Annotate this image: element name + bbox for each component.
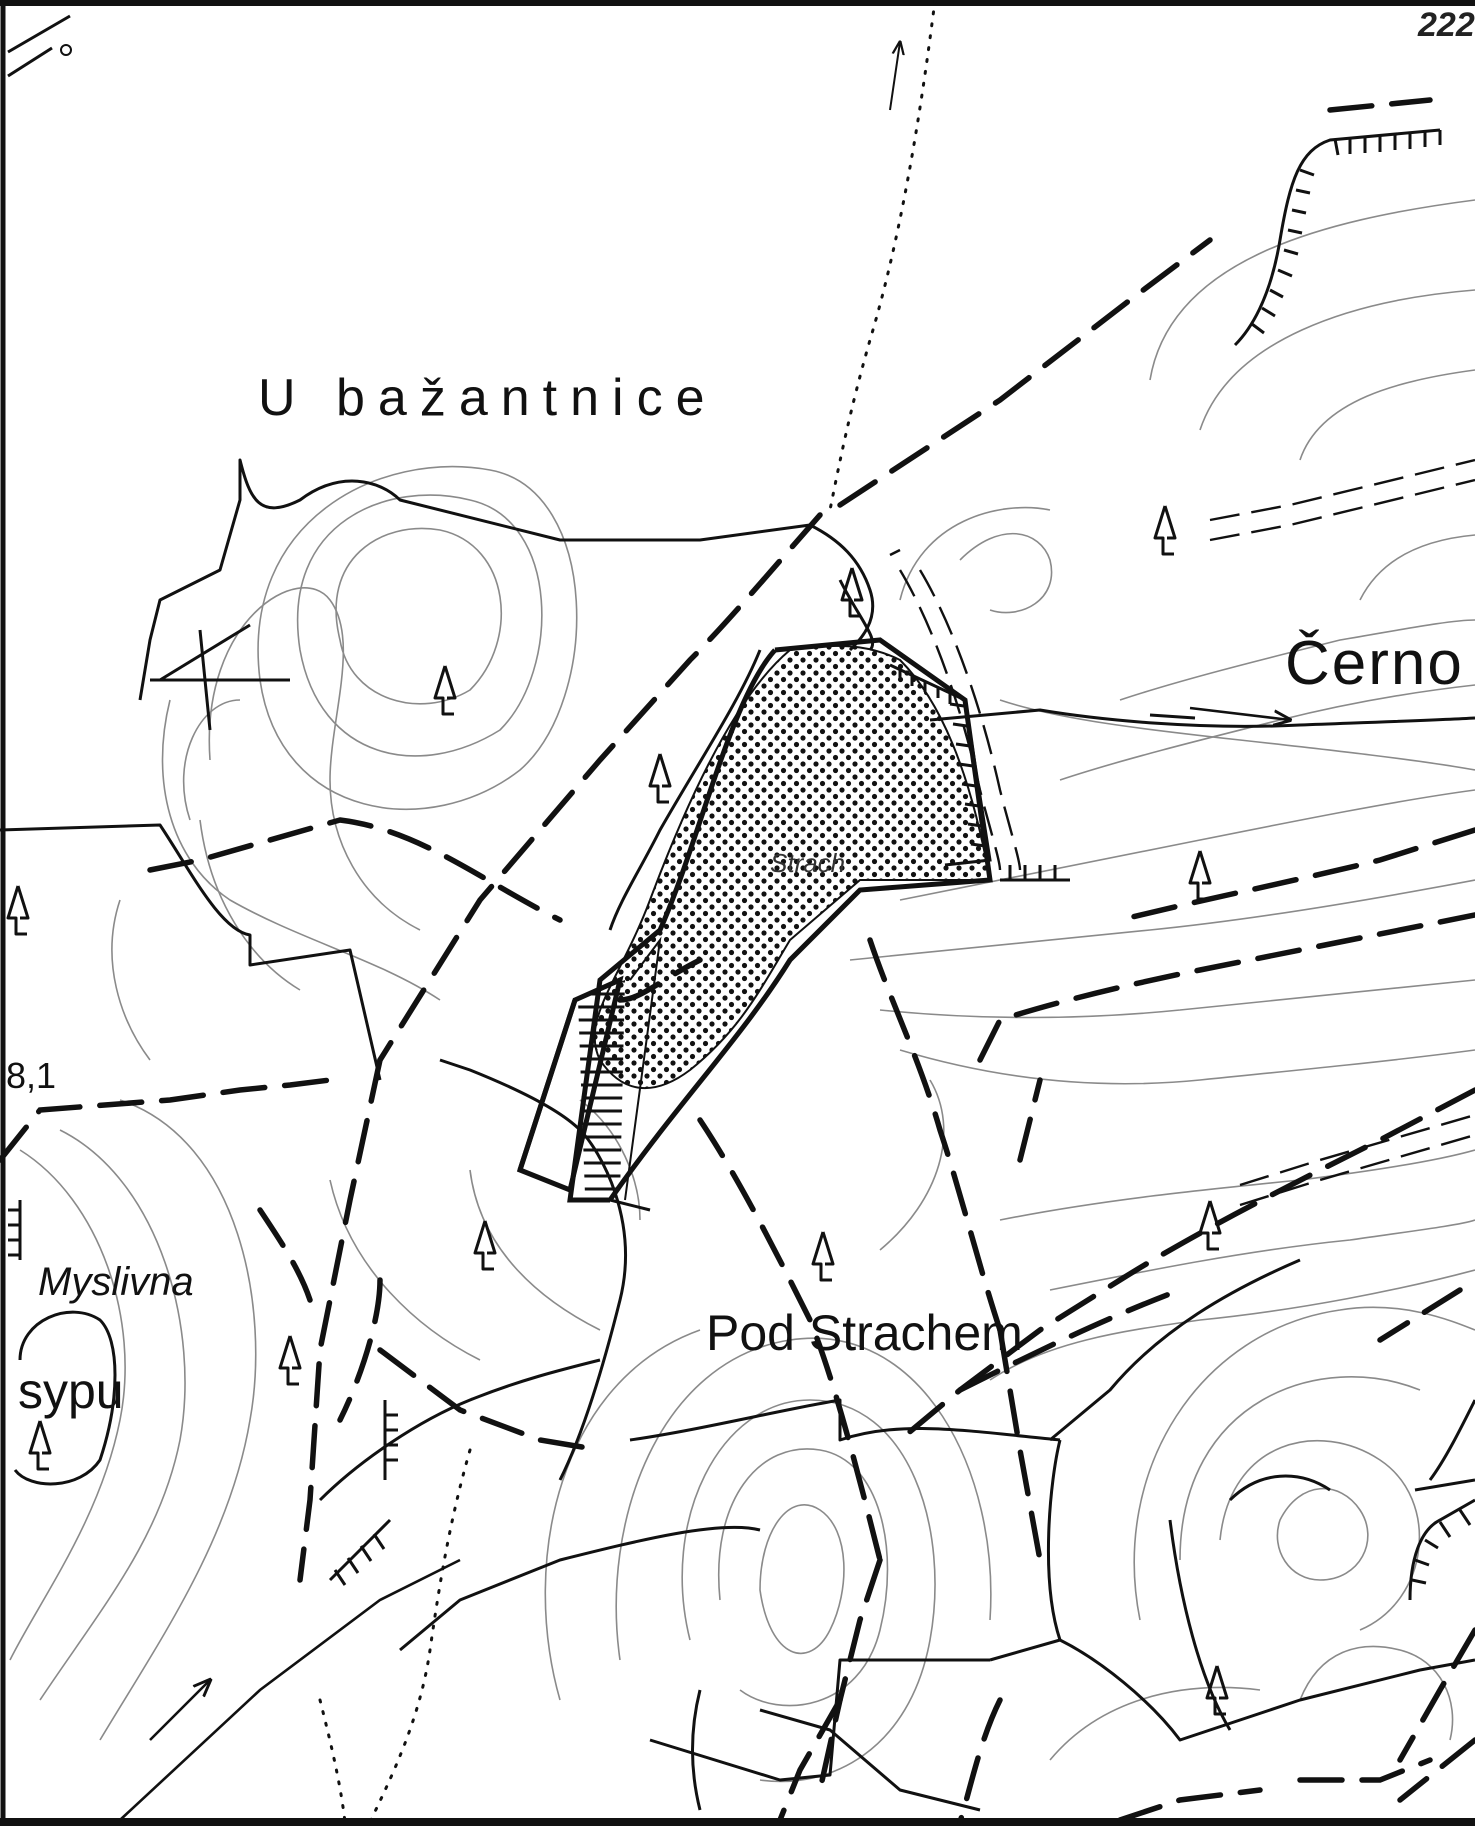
label-pod-strachem: Pod Strachem (706, 1305, 1023, 1361)
label-u-bazantnice: U bažantnice (258, 369, 718, 427)
dotted-path (318, 0, 937, 1824)
cross-icon (150, 623, 290, 731)
corner-mark (7, 14, 72, 78)
label-myslivna: Myslivna (38, 1260, 194, 1304)
contour-lines (9, 199, 1475, 1783)
cart-tracks (898, 458, 1475, 1207)
label-strach: Strach (770, 848, 845, 878)
strach-area (516, 637, 993, 1212)
sheet-number: 222 (1417, 6, 1475, 44)
label-elevation: 8,1 (6, 1055, 56, 1096)
north-arrow-icon (889, 42, 900, 111)
forest-boundaries (0, 458, 1475, 1812)
embankment-hatching (8, 128, 1475, 1601)
label-sypu: sypu (18, 1363, 124, 1419)
streams (119, 548, 1290, 1821)
label-cerno: Černo (1285, 629, 1464, 698)
dashed-paths (0, 97, 1475, 1825)
